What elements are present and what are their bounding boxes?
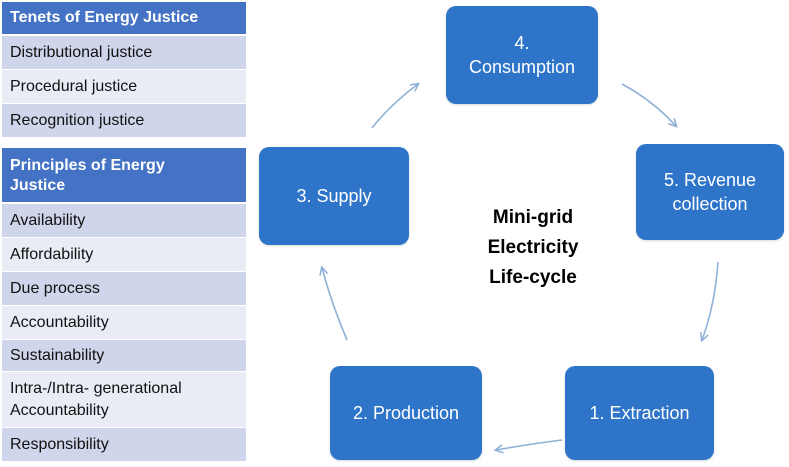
principle-item-label: Intra-/Intra- generational [10,379,182,397]
stage-production: 2. Production [330,366,482,460]
arrow-production-to-supply [322,268,348,341]
stage-consumption-line: Consumption [468,57,576,77]
principle-item: Responsibility [2,428,246,462]
stage-revenue-collection: 5. Revenue collection [636,144,784,240]
principle-item-label: Responsibility [10,435,109,453]
stage-revenue-line: collection [672,194,748,214]
principle-item-label: Accountability [10,401,109,419]
principle-item: Availability [2,204,246,238]
tenet-item: Procedural justice [2,70,246,104]
tenet-item: Distributional justice [2,36,246,70]
tenet-item-label: Distributional justice [10,43,153,61]
stage-extraction: 1. Extraction [565,366,714,460]
principles-header: Principles of Energy Justice [2,148,246,204]
principle-item-multiline: Intra-/Intra- generational Accountabilit… [2,372,246,428]
tenet-item-label: Recognition justice [10,111,145,129]
center-label-line: Mini-grid [492,207,574,228]
principle-item-label: Availability [10,211,86,229]
arrow-supply-to-consumption [371,84,418,129]
principle-item: Accountability [2,306,246,340]
stage-extraction-label: 1. Extraction [589,403,690,423]
lifecycle-center-label: Mini-grid Electricity Life-cycle [448,203,618,293]
center-label-line: Life-cycle [489,267,577,288]
principle-item-label: Due process [10,279,100,297]
tenet-item-label: Procedural justice [10,77,138,95]
stage-consumption: 4. Consumption [446,6,598,104]
principle-item: Due process [2,272,246,306]
stage-supply: 3. Supply [259,147,409,245]
principles-table: Principles of Energy Justice Availabilit… [2,148,246,462]
arrow-revenue-to-extraction [702,261,719,340]
principle-item-label: Sustainability [10,346,105,364]
stage-revenue-line: 5. Revenue [663,170,757,190]
tenets-header-text: Tenets of Energy Justice [10,9,199,26]
arrow-extraction-to-production [496,439,563,450]
arrow-consumption-to-revenue [621,83,676,126]
principle-item-label: Affordability [10,245,94,263]
tenets-table: Tenets of Energy Justice Distributional … [2,2,246,138]
stage-consumption-line: 4. [514,33,530,53]
principle-item: Affordability [2,238,246,272]
principles-header-line: Principles of Energy [10,157,165,174]
stage-production-label: 2. Production [352,403,460,423]
center-label-line: Electricity [487,237,579,258]
tenet-item: Recognition justice [2,104,246,138]
principles-header-line: Justice [10,177,66,194]
principle-item: Sustainability [2,340,246,372]
principle-item-label: Accountability [10,313,109,331]
stage-supply-label: 3. Supply [296,186,372,206]
tenets-header: Tenets of Energy Justice [2,2,246,36]
